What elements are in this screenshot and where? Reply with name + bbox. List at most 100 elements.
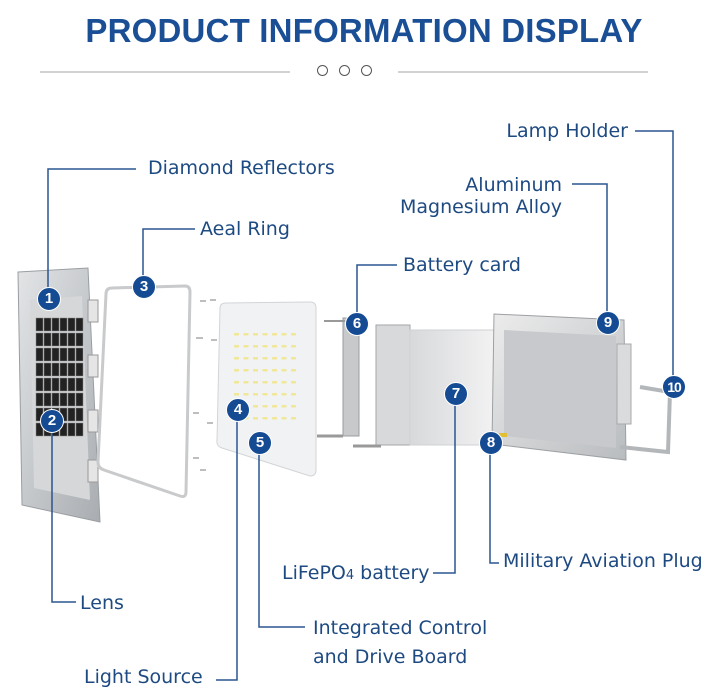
seal-ring-part (96, 284, 192, 498)
label-lifepo4-battery: LiFePO4 battery (282, 562, 430, 584)
badge-7: 7 (444, 382, 468, 406)
led-chip (272, 369, 277, 372)
led-chip (243, 381, 249, 384)
reflector-cell (67, 407, 76, 422)
reflector-cell (43, 317, 52, 332)
label-military-aviation-plug: Military Aviation Plug (503, 550, 703, 572)
led-chip (234, 345, 239, 348)
led-chip (262, 381, 268, 384)
label-aeal-ring: Aeal Ring (200, 218, 290, 240)
led-chip (272, 405, 277, 408)
reflector-cell (75, 362, 84, 377)
reflector-cell (75, 407, 84, 422)
led-chip (234, 393, 239, 396)
led-chip (253, 369, 258, 372)
led-chip (234, 357, 239, 360)
led-chip (272, 333, 277, 336)
reflector-cell (59, 332, 68, 347)
reflector-cell (51, 392, 60, 407)
led-chip (253, 345, 258, 348)
led-chip (281, 393, 287, 396)
led-chip (272, 381, 277, 384)
reflector-cell (75, 392, 84, 407)
page-title: PRODUCT INFORMATION DISPLAY (85, 12, 643, 49)
led-chip (291, 417, 296, 420)
led-chip (253, 357, 258, 360)
reflector-cell (43, 377, 52, 392)
led-chip (243, 333, 249, 336)
housing-part (491, 313, 632, 461)
reflector-cell (67, 347, 76, 362)
label-lamp-holder: Lamp Holder (506, 120, 628, 142)
led-chip (291, 405, 296, 408)
led-chip (262, 405, 268, 408)
reflector-cell (67, 317, 76, 332)
led-chip (234, 333, 239, 336)
badge-4: 4 (226, 398, 250, 422)
divider-left (40, 71, 290, 73)
reflector-cell (59, 317, 68, 332)
reflector-cell (51, 377, 60, 392)
reflector-cell (67, 332, 76, 347)
circle-icon (361, 65, 372, 76)
reflector-cell (75, 377, 84, 392)
led-chip (281, 357, 287, 360)
led-chip (262, 333, 268, 336)
led-chip (281, 405, 287, 408)
badge-1: 1 (37, 287, 61, 311)
led-chip (253, 393, 258, 396)
leader-lines (47, 130, 674, 681)
badge-6: 6 (345, 312, 369, 336)
led-chip (262, 369, 268, 372)
led-chip (281, 369, 287, 372)
label-alloy-line2: Magnesium Alloy (399, 196, 562, 218)
label-control-board-line2: and Drive Board (313, 646, 468, 668)
led-chip (262, 345, 268, 348)
led-chip (262, 417, 268, 420)
badge-9: 9 (596, 311, 620, 335)
led-chip (272, 417, 277, 420)
reflector-cell (67, 392, 76, 407)
label-diamond-reflectors: Diamond Reflectors (148, 157, 335, 179)
led-chip (253, 405, 258, 408)
reflector-cell (43, 362, 52, 377)
led-chip (291, 333, 296, 336)
circle-icon (339, 65, 350, 76)
reflector-cell (59, 377, 68, 392)
led-board-part (216, 301, 317, 477)
led-chip (253, 417, 258, 420)
badge-3: 3 (132, 275, 156, 299)
led-chip (243, 357, 249, 360)
reflector-cell (35, 392, 44, 407)
reflector-cell (43, 332, 52, 347)
led-chip (281, 417, 287, 420)
reflector-cell (59, 347, 68, 362)
led-chip (253, 381, 258, 384)
circle-icon (317, 65, 328, 76)
led-chip (281, 381, 287, 384)
label-battery-card: Battery card (403, 254, 521, 276)
reflector-cell (75, 347, 84, 362)
badge-2: 2 (40, 409, 64, 433)
reflector-cell (59, 362, 68, 377)
reflector-cell (67, 362, 76, 377)
lamp-holder-part (619, 385, 673, 455)
led-chip (281, 333, 287, 336)
led-chip (234, 381, 239, 384)
reflector-cell (75, 332, 84, 347)
badge-5: 5 (248, 431, 272, 455)
reflector-cell (75, 317, 84, 332)
reflector-cell (43, 347, 52, 362)
reflector-cell (51, 332, 60, 347)
screws (193, 299, 217, 471)
reflector-cell (35, 377, 44, 392)
label-control-board-line1: Integrated Control (313, 617, 488, 639)
reflector-cell (35, 347, 44, 362)
reflector-cell (51, 347, 60, 362)
led-chip (281, 345, 287, 348)
reflector-cell (59, 392, 68, 407)
label-light-source: Light Source (84, 666, 203, 688)
led-chip (272, 357, 277, 360)
reflector-cell (51, 362, 60, 377)
reflector-cell (67, 422, 76, 437)
